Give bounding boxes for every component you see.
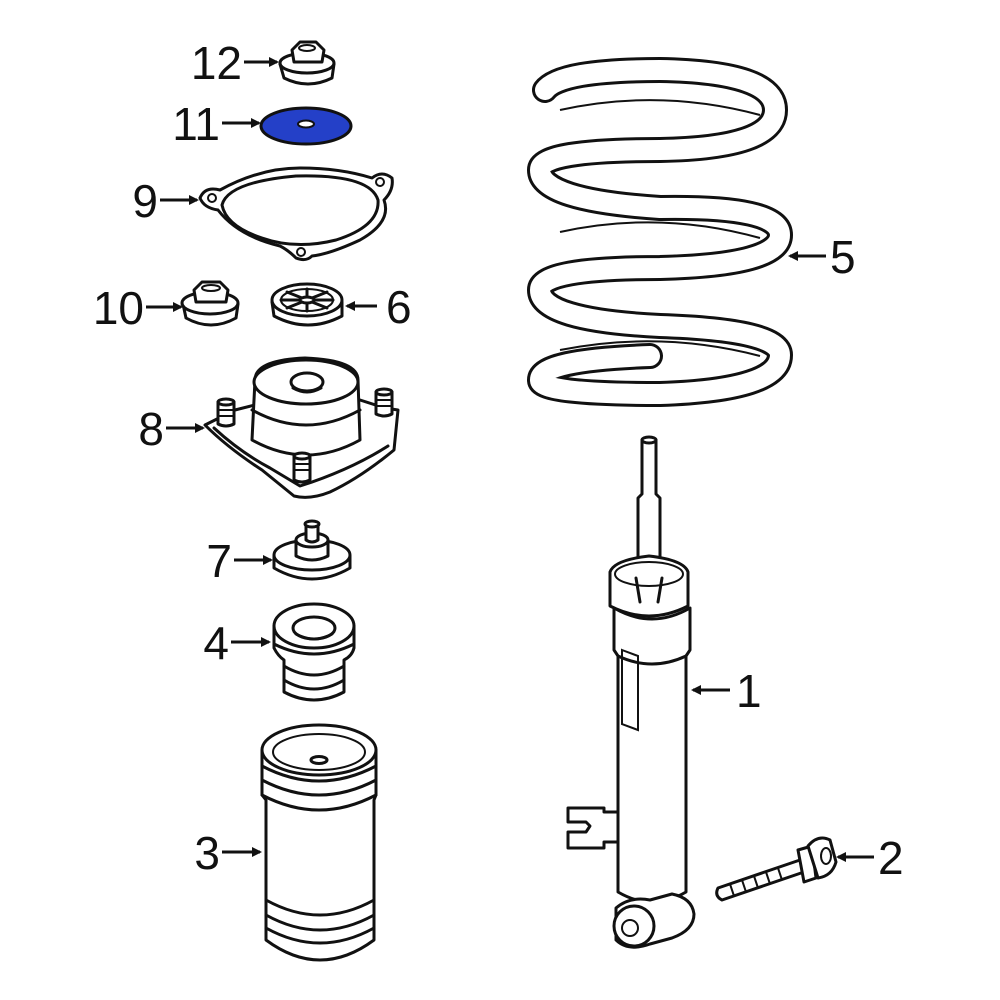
part-3-dust-boot[interactable]: [260, 723, 378, 962]
callout-12[interactable]: 12: [191, 37, 242, 89]
callout-8[interactable]: 8: [138, 403, 164, 455]
part-2-bolt[interactable]: [715, 836, 838, 902]
part-11-washer[interactable]: [259, 106, 353, 146]
part-9-gasket[interactable]: [198, 166, 394, 262]
callout-7[interactable]: 7: [206, 535, 232, 587]
callout-9[interactable]: 9: [132, 175, 158, 227]
callout-5[interactable]: 5: [830, 231, 856, 283]
part-5-coil-spring[interactable]: [526, 56, 794, 408]
callout-11[interactable]: 11: [172, 98, 220, 150]
part-4-bump-stop[interactable]: [272, 602, 356, 702]
part-12-nut[interactable]: [278, 40, 336, 86]
part-1-shock-absorber[interactable]: [566, 435, 696, 949]
callout-4[interactable]: 4: [203, 617, 229, 669]
part-8-strut-mount[interactable]: [203, 356, 400, 499]
callout-10[interactable]: 10: [93, 282, 144, 334]
part-6-cap[interactable]: [270, 282, 344, 327]
callout-6[interactable]: 6: [386, 281, 412, 333]
callout-labels: 12 11 9 10 6 8 7 4 3 5 1 2: [93, 37, 904, 884]
callout-1[interactable]: 1: [736, 665, 762, 717]
part-7-spacer[interactable]: [272, 519, 352, 581]
callout-2[interactable]: 2: [878, 832, 904, 884]
part-10-nut[interactable]: [180, 280, 240, 327]
callout-3[interactable]: 3: [194, 827, 220, 879]
leader-arrows: [146, 57, 874, 862]
